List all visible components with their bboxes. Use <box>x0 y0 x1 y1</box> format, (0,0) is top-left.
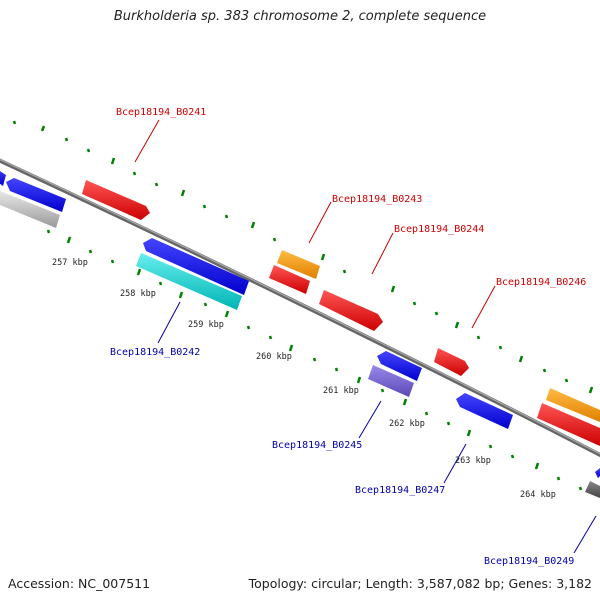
gene-label[interactable]: Bcep18194_B0245 <box>272 440 362 451</box>
reverse-leader-lines <box>157 301 597 554</box>
accession-label: Accession: NC_007511 <box>8 576 151 591</box>
gene-arrow[interactable] <box>277 250 320 279</box>
gene-label[interactable]: Bcep18194_B0243 <box>332 194 422 205</box>
gene-arrow[interactable] <box>537 403 600 446</box>
tick-label: 257 kbp <box>52 258 88 268</box>
gene-arrow[interactable] <box>136 253 242 310</box>
tick-label: 259 kbp <box>188 320 224 330</box>
gene-arrow[interactable] <box>595 468 600 478</box>
gene-arrow[interactable] <box>368 365 414 397</box>
gene-arrow[interactable] <box>456 393 513 429</box>
gene-arrow[interactable] <box>585 481 600 498</box>
gene-arrow[interactable] <box>377 351 422 381</box>
gene-arrow[interactable] <box>434 348 469 376</box>
reverse-strand-genes <box>0 178 600 498</box>
tick-label: 262 kbp <box>389 419 425 429</box>
gene-label[interactable]: Bcep18194_B0242 <box>110 347 200 358</box>
gene-label[interactable]: Bcep18194_B0249 <box>484 556 574 567</box>
forward-leader-lines <box>134 119 496 329</box>
gene-arrow[interactable] <box>0 191 60 228</box>
genome-summary: Topology: circular; Length: 3,587,082 bp… <box>248 576 592 591</box>
chromosome-backbone <box>0 158 600 458</box>
outer-tick-ring <box>12 120 594 394</box>
gene-arrow[interactable] <box>269 265 310 294</box>
gene-label[interactable]: Bcep18194_B0247 <box>355 485 445 496</box>
gene-arrow[interactable] <box>319 290 383 331</box>
tick-label: 258 kbp <box>120 289 156 299</box>
gene-arrow[interactable] <box>546 388 600 422</box>
tick-label: 264 kbp <box>520 490 556 500</box>
gene-label[interactable]: Bcep18194_B0244 <box>394 224 484 235</box>
gene-label[interactable]: Bcep18194_B0246 <box>496 277 586 288</box>
gene-label[interactable]: Bcep18194_B0241 <box>116 107 206 118</box>
gene-arrow[interactable] <box>82 180 150 220</box>
inner-tick-ring <box>46 229 583 491</box>
gene-arrow[interactable] <box>0 168 6 186</box>
gene-arrow[interactable] <box>6 178 66 212</box>
reverse-gene-labels: Bcep18194_B0242 Bcep18194_B0245 Bcep1819… <box>110 347 574 567</box>
tick-label: 260 kbp <box>256 352 292 362</box>
tick-label: 263 kbp <box>455 456 491 466</box>
tick-label: 261 kbp <box>323 386 359 396</box>
forward-strand-genes <box>0 168 600 446</box>
map-title: Burkholderia sp. 383 chromosome 2, compl… <box>113 9 487 24</box>
forward-gene-labels: Bcep18194_B0241 Bcep18194_B0243 Bcep1819… <box>116 107 586 288</box>
scale-labels: 257 kbp 258 kbp 259 kbp 260 kbp 261 kbp … <box>52 258 556 500</box>
gene-arrow[interactable] <box>143 238 249 295</box>
